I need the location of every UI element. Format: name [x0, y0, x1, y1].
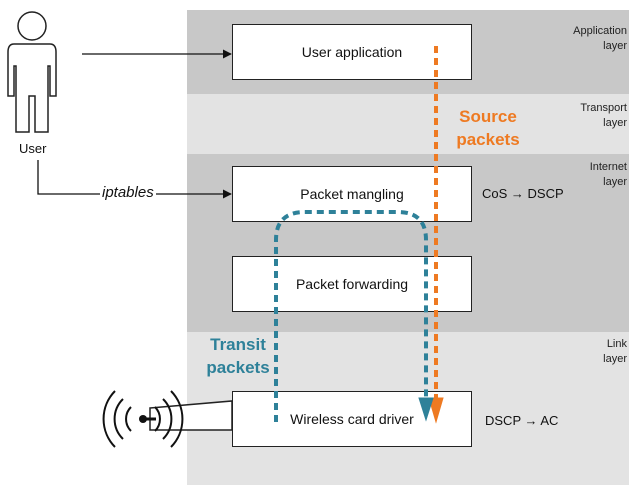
dscp-to-ac-note: DSCP → AC	[485, 413, 559, 428]
packet-forwarding-label: Packet forwarding	[295, 276, 409, 292]
packet-mangling-label: Packet mangling	[300, 186, 404, 202]
user-application-box: User application	[232, 24, 472, 80]
wireless-card-driver-label: Wireless card driver	[290, 411, 414, 427]
cos-to-dscp-note: CoS → DSCP	[482, 186, 564, 201]
antenna-icon	[102, 390, 233, 448]
transit-packets-arrowhead	[418, 397, 434, 422]
user-to-mangling-arrow	[37, 160, 232, 199]
transport-layer-band	[187, 94, 629, 154]
packet-forwarding-box: Packet forwarding	[232, 256, 472, 312]
user-label: User	[19, 141, 47, 156]
iptables-label: iptables	[100, 184, 156, 201]
source-packets-arrowhead	[428, 397, 444, 424]
user-icon	[7, 11, 57, 133]
packet-mangling-box: Packet mangling	[232, 166, 472, 222]
user-application-label: User application	[301, 44, 403, 60]
transit-packets-path	[274, 210, 428, 422]
